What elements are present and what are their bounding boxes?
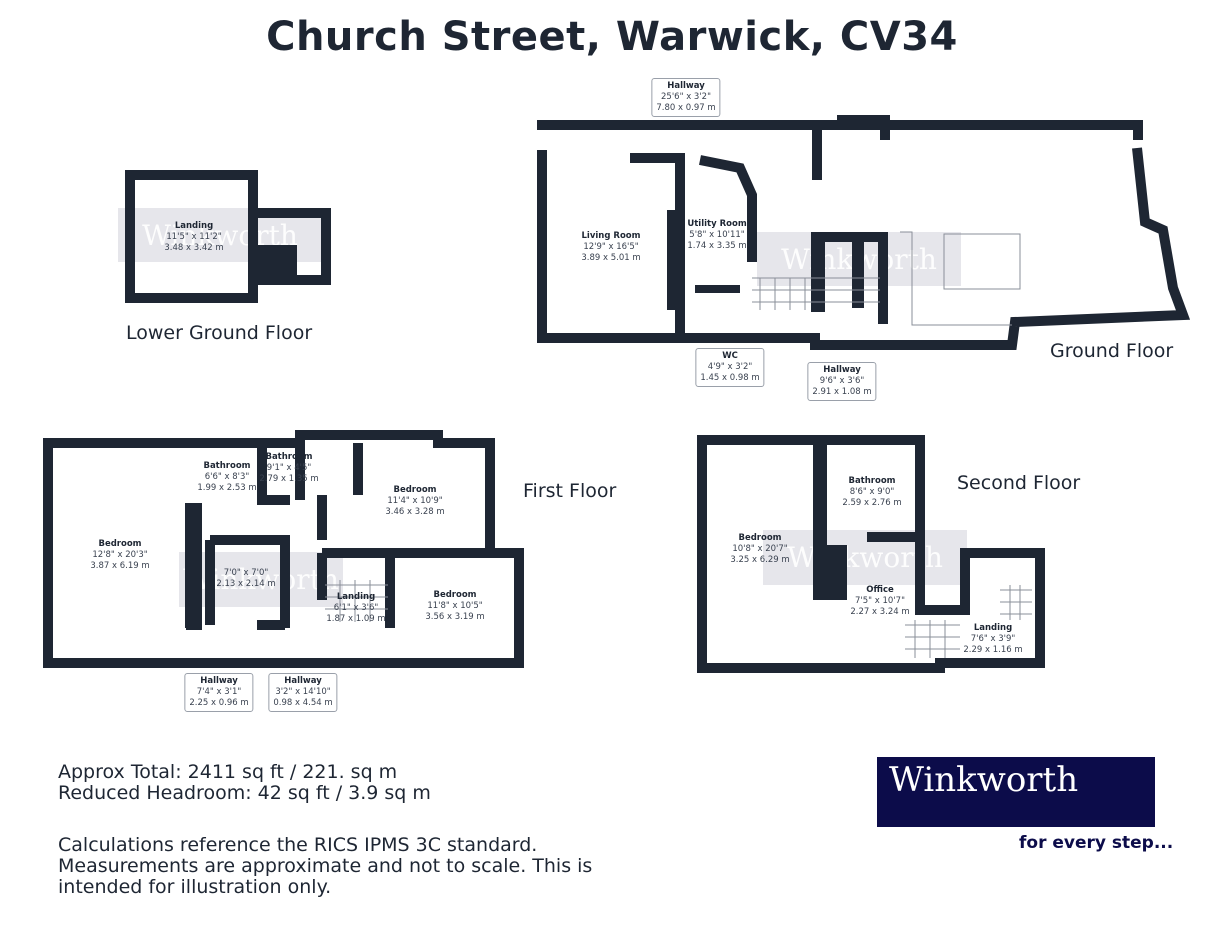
room-name: Landing <box>336 592 376 602</box>
disclaimer-line: Measurements are approximate and not to … <box>58 855 593 877</box>
room-size-metric: 2.91 x 1.08 m <box>812 387 872 397</box>
room-size-metric: 3.48 x 3.42 m <box>164 243 224 253</box>
room-name: Bathroom <box>265 452 313 462</box>
room-label-bedroom-3: Bedroom 11'8" x 10'5" 3.56 x 3.19 m <box>425 590 484 623</box>
room-label-utility-room: Utility Room 5'8" x 10'11" 1.74 x 3.35 m <box>687 219 746 252</box>
room-size-imperial: 9'6" x 3'6" <box>819 376 865 386</box>
room-label-landing-first: Landing 6'1" x 3'6" 1.87 x 1.09 m <box>326 592 385 625</box>
room-label-bedroom-1: Bedroom 12'8" x 20'3" 3.87 x 6.19 m <box>90 539 149 572</box>
disclaimer-line: Calculations reference the RICS IPMS 3C … <box>58 834 538 856</box>
room-size-imperial: 11'8" x 10'5" <box>427 601 483 611</box>
callout-wc: WC 4'9" x 3'2" 1.45 x 0.98 m <box>695 348 765 387</box>
room-name: Bedroom <box>393 485 437 495</box>
room-size-metric: 3.25 x 6.29 m <box>730 555 790 565</box>
room-size-metric: 2.29 x 1.16 m <box>963 645 1023 655</box>
room-size-imperial: 12'9" x 16'5" <box>583 242 639 252</box>
room-label-living-room: Living Room 12'9" x 16'5" 3.89 x 5.01 m <box>581 231 640 264</box>
room-label-office: Office 7'5" x 10'7" 2.27 x 3.24 m <box>850 585 909 618</box>
floor-label-ground: Ground Floor <box>1050 340 1174 362</box>
room-name: WC <box>722 351 738 361</box>
room-size-imperial: 7'5" x 10'7" <box>855 596 905 606</box>
room-size-metric: 2.79 x 1.35 m <box>259 474 319 484</box>
first-floor-walls <box>43 430 524 668</box>
room-name: Bedroom <box>738 533 782 543</box>
room-size-metric: 3.56 x 3.19 m <box>425 612 485 622</box>
room-size-metric: 7.80 x 0.97 m <box>656 103 716 113</box>
room-name: Office <box>866 585 894 595</box>
room-name: Hallway <box>284 676 322 686</box>
room-size-imperial: 7'4" x 3'1" <box>196 687 242 697</box>
room-size-metric: 1.87 x 1.09 m <box>326 614 386 624</box>
room-size-metric: 3.87 x 6.19 m <box>90 561 150 571</box>
room-size-imperial: 9'1" x 4'5" <box>266 463 312 473</box>
approx-total: Approx Total: 2411 sq ft / 221. sq m <box>58 761 398 783</box>
room-size-imperial: 7'6" x 3'9" <box>970 634 1016 644</box>
room-size-imperial: 5'8" x 10'11" <box>689 230 745 240</box>
room-size-metric: 2.27 x 3.24 m <box>850 607 910 617</box>
second-floor-walls <box>697 435 1045 673</box>
area-summary: Approx Total: 2411 sq ft / 221. sq m Red… <box>58 762 431 804</box>
room-size-imperial: 25'6" x 3'2" <box>661 92 711 102</box>
room-label-landing-lower-ground: Landing 11'5" x 11'2" 3.48 x 3.42 m <box>164 221 223 254</box>
disclaimer: Calculations reference the RICS IPMS 3C … <box>58 835 592 898</box>
lower-ground-floor-walls <box>125 170 331 303</box>
room-name: Hallway <box>823 365 861 375</box>
room-size-metric: 0.98 x 4.54 m <box>273 698 333 708</box>
room-size-imperial: 3'2" x 14'10" <box>275 687 331 697</box>
room-name: Hallway <box>667 81 705 91</box>
room-label-bathroom-2: Bathroom 9'1" x 4'5" 2.79 x 1.35 m <box>259 452 318 485</box>
room-label-landing-second: Landing 7'6" x 3'9" 2.29 x 1.16 m <box>963 623 1022 656</box>
room-size-imperial: 6'6" x 8'3" <box>204 472 250 482</box>
room-size-imperial: 12'8" x 20'3" <box>92 550 148 560</box>
room-label-bedroom-second: Bedroom 10'8" x 20'7" 3.25 x 6.29 m <box>730 533 789 566</box>
room-size-metric: 2.13 x 2.14 m <box>216 579 276 589</box>
room-size-imperial: 11'4" x 10'9" <box>387 496 443 506</box>
room-size-metric: 2.25 x 0.96 m <box>189 698 249 708</box>
room-size-metric: 3.46 x 3.28 m <box>385 507 445 517</box>
room-label-bedroom-2: Bedroom 11'4" x 10'9" 3.46 x 3.28 m <box>385 485 444 518</box>
callout-hallway-first-1: Hallway 7'4" x 3'1" 2.25 x 0.96 m <box>184 673 254 712</box>
reduced-headroom: Reduced Headroom: 42 sq ft / 3.9 sq m <box>58 782 431 804</box>
room-size-metric: 2.59 x 2.76 m <box>842 498 902 508</box>
room-size-metric: 1.99 x 2.53 m <box>197 483 257 493</box>
room-label-unnamed: 7'0" x 7'0" 2.13 x 2.14 m <box>216 568 275 590</box>
room-size-imperial: 4'9" x 3'2" <box>707 362 753 372</box>
room-name: Living Room <box>581 231 641 241</box>
floor-label-first: First Floor <box>523 480 617 502</box>
callout-hallway-ground: Hallway 25'6" x 3'2" 7.80 x 0.97 m <box>651 78 721 117</box>
room-size-imperial: 7'0" x 7'0" <box>223 568 269 578</box>
floor-label-second: Second Floor <box>957 472 1081 494</box>
room-size-imperial: 11'5" x 11'2" <box>166 232 222 242</box>
room-size-metric: 1.74 x 3.35 m <box>687 241 747 251</box>
disclaimer-line: intended for illustration only. <box>58 876 332 898</box>
room-size-imperial: 6'1" x 3'6" <box>333 603 379 613</box>
room-label-bathroom-second: Bathroom 8'6" x 9'0" 2.59 x 2.76 m <box>842 476 901 509</box>
room-name: Landing <box>973 623 1013 633</box>
logo-tagline: for every step... <box>1019 833 1174 853</box>
floor-label-lower-ground: Lower Ground Floor <box>126 322 313 344</box>
room-size-imperial: 8'6" x 9'0" <box>849 487 895 497</box>
ground-floor-walls <box>537 115 1191 350</box>
room-size-metric: 1.45 x 0.98 m <box>700 373 760 383</box>
room-name: Bedroom <box>433 590 477 600</box>
callout-hallway-first-2: Hallway 3'2" x 14'10" 0.98 x 4.54 m <box>268 673 338 712</box>
winkworth-logo: Winkworth <box>877 757 1155 827</box>
page-title: Church Street, Warwick, CV34 <box>266 14 958 60</box>
room-name: Bathroom <box>848 476 896 486</box>
room-name: Bathroom <box>203 461 251 471</box>
room-label-bathroom-1: Bathroom 6'6" x 8'3" 1.99 x 2.53 m <box>197 461 256 494</box>
room-name: Utility Room <box>687 219 747 229</box>
callout-hallway-ground-2: Hallway 9'6" x 3'6" 2.91 x 1.08 m <box>807 362 877 401</box>
room-name: Hallway <box>200 676 238 686</box>
room-size-imperial: 10'8" x 20'7" <box>732 544 788 554</box>
room-name: Landing <box>174 221 214 231</box>
room-size-metric: 3.89 x 5.01 m <box>581 253 641 263</box>
room-name: Bedroom <box>98 539 142 549</box>
